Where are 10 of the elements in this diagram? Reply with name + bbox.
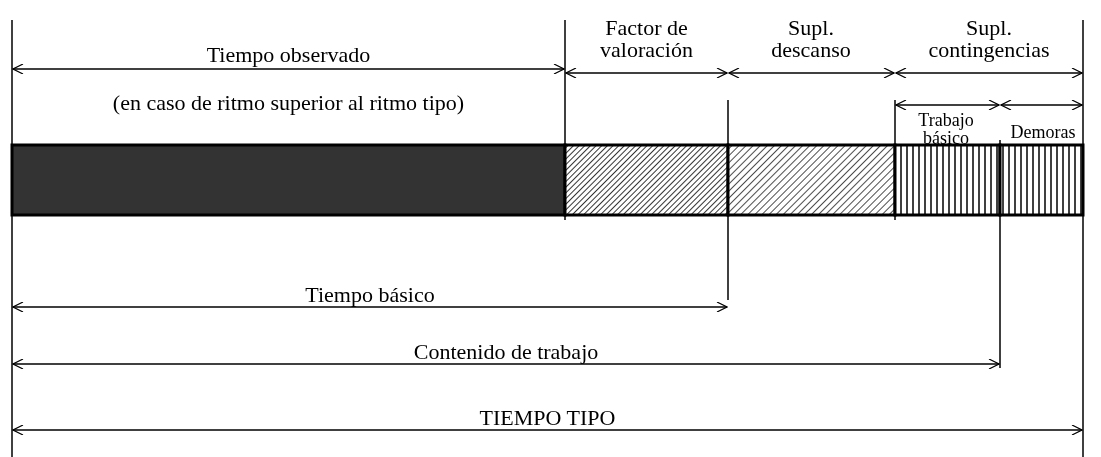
note-text: (en caso de ritmo superior al ritmo tipo) bbox=[111, 92, 466, 114]
dimension-label: Tiempo observado bbox=[205, 44, 372, 66]
dimension-label: Factor de valoración bbox=[599, 17, 694, 61]
dimension-label: Supl. descanso bbox=[770, 17, 852, 61]
dimension-label: Supl. contingencias bbox=[927, 17, 1051, 61]
dimension-label: Contenido de trabajo bbox=[412, 341, 600, 363]
dimension-label: TIEMPO TIPO bbox=[478, 407, 617, 429]
dimension-label: Tiempo básico bbox=[304, 284, 436, 306]
dimension-label: Trabajo básico bbox=[917, 111, 975, 147]
dimension-label: Demoras bbox=[1009, 123, 1077, 141]
